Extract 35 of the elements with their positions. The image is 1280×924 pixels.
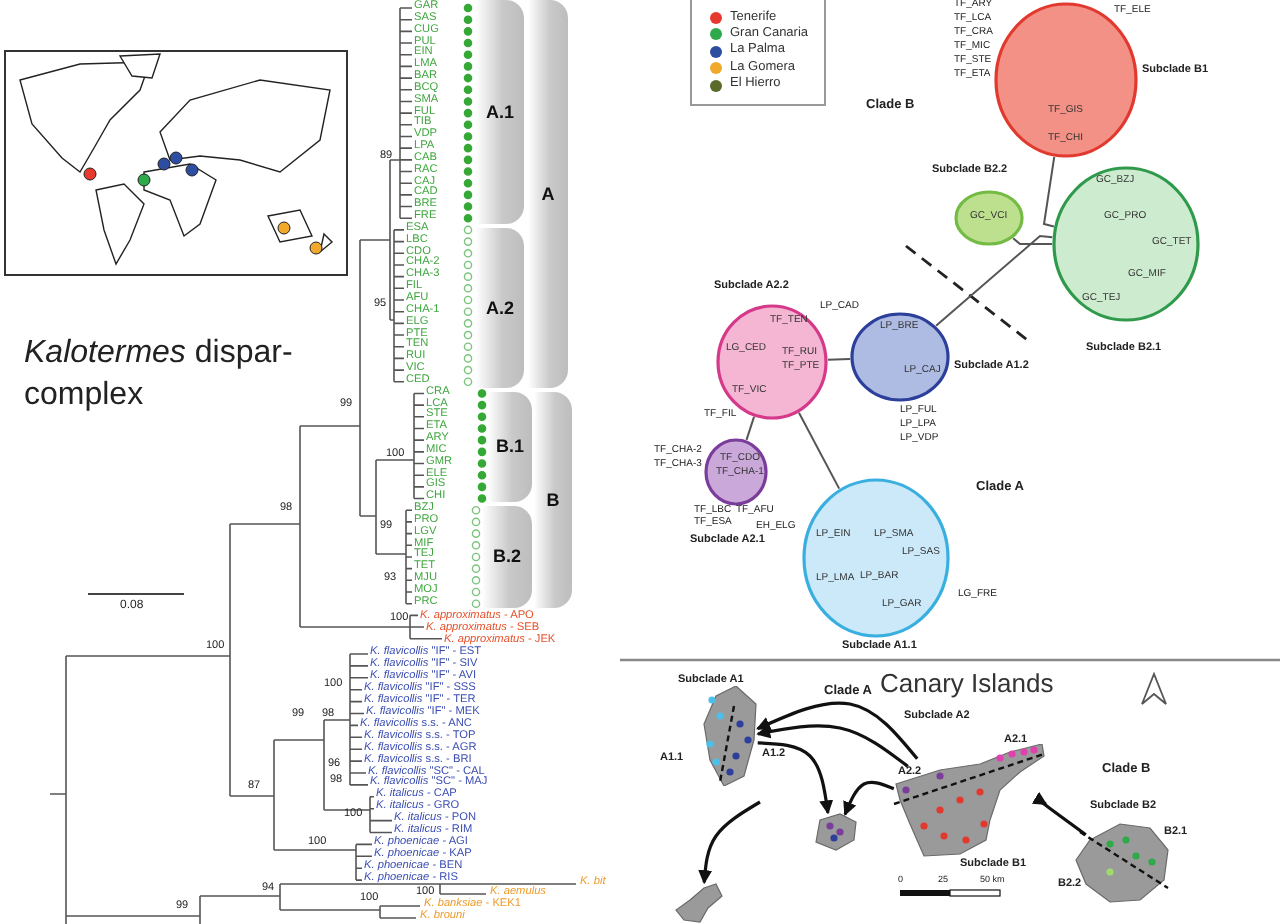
network-line bbox=[1042, 155, 1056, 228]
island-drawing bbox=[702, 686, 758, 786]
dispersal-arrow bbox=[843, 780, 895, 816]
clade-bar bbox=[528, 0, 568, 388]
dispersal-arrow bbox=[757, 741, 834, 815]
dispersal-arrow bbox=[1031, 791, 1087, 836]
network-line bbox=[745, 415, 755, 441]
diagram-title: Kalotermes dispar-complex bbox=[24, 334, 295, 416]
clade-label: B.1 bbox=[495, 438, 524, 456]
dispersal-arrow bbox=[698, 800, 761, 885]
island-drawing bbox=[810, 812, 858, 852]
clade-label: B.2 bbox=[492, 548, 521, 566]
island-drawing bbox=[674, 882, 724, 924]
clade-label: A bbox=[541, 185, 555, 203]
clade-bar bbox=[476, 228, 524, 388]
network-line bbox=[826, 357, 852, 361]
network-line bbox=[797, 411, 841, 490]
haplogroup-ellipse bbox=[1052, 166, 1200, 322]
clade-bar bbox=[482, 506, 532, 608]
haplogroup-ellipse bbox=[704, 438, 768, 506]
dispersal-arrow bbox=[756, 701, 919, 760]
haplogroup-ellipse bbox=[802, 478, 950, 638]
clade-bar bbox=[534, 392, 572, 608]
clade-bar bbox=[488, 392, 532, 502]
dispersal-arrow bbox=[756, 724, 909, 768]
clade-label: A.2 bbox=[485, 299, 514, 317]
clade-bar bbox=[476, 0, 524, 224]
clade-label: A.1 bbox=[485, 103, 514, 121]
network-line bbox=[1012, 237, 1053, 245]
island-drawing bbox=[892, 744, 1046, 858]
map-title: Canary Islands bbox=[880, 670, 1054, 696]
haplogroup-ellipse bbox=[954, 190, 1024, 246]
haplogroup-ellipse bbox=[850, 312, 950, 402]
network-line bbox=[935, 234, 1054, 327]
clade-label: B bbox=[546, 491, 560, 509]
